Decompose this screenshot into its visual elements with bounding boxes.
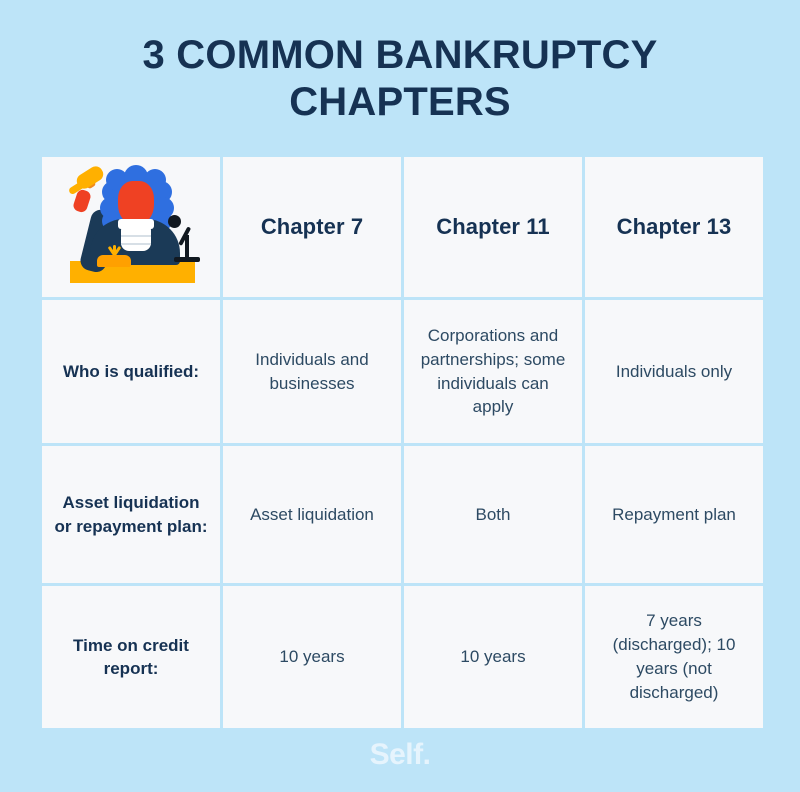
judge-face: [118, 181, 154, 225]
column-header-label: Chapter 13: [616, 214, 732, 239]
row-label-text: Who is qualified:: [63, 361, 199, 381]
column-header-chapter-13: Chapter 13: [585, 157, 763, 297]
cell-text: Individuals and businesses: [255, 349, 369, 393]
cell-text: Individuals only: [615, 361, 733, 381]
gavel-impact-burst: [98, 245, 132, 265]
table-cell: Individuals and businesses: [223, 300, 401, 443]
judge-illustration-cell: [42, 157, 220, 297]
cell-text: 10 years: [279, 647, 345, 667]
table-cell: Repayment plan: [585, 446, 763, 583]
table-cell: 10 years: [223, 586, 401, 728]
table-cell: Individuals only: [585, 300, 763, 443]
jabot-line: [121, 235, 151, 237]
judge-jabot: [121, 227, 151, 251]
page-title: 3 Common Bankruptcy Chapters: [142, 33, 658, 124]
cell-text: 10 years: [460, 647, 526, 667]
cell-text: Corporations and partnerships; some indi…: [420, 325, 566, 417]
cell-text: 7 years (discharged); 10 years (not disc…: [612, 611, 736, 702]
table-cell: Asset liquidation: [223, 446, 401, 583]
table-cell: Corporations and partnerships; some indi…: [404, 300, 582, 443]
table-cell: Both: [404, 446, 582, 583]
column-header-chapter-7: Chapter 7: [223, 157, 401, 297]
row-label-time-on-credit-report: Time on credit report:: [42, 586, 220, 728]
column-header-chapter-11: Chapter 11: [404, 157, 582, 297]
row-label-text: Asset liquidation or repayment plan:: [54, 493, 208, 536]
table-cell: 7 years (discharged); 10 years (not disc…: [585, 586, 763, 728]
cell-text: Both: [475, 504, 511, 524]
cell-text: Repayment plan: [612, 504, 736, 524]
row-label-who-is-qualified: Who is qualified:: [42, 300, 220, 443]
row-label-asset-liquidation-or-repayment-plan: Asset liquidation or repayment plan:: [42, 446, 220, 583]
judge-wig-curls: [100, 165, 174, 235]
table-cell: 10 years: [404, 586, 582, 728]
cell-text: Asset liquidation: [250, 504, 374, 524]
judge-illustration: [42, 157, 220, 297]
jabot-line: [121, 243, 151, 245]
bankruptcy-comparison-table: Chapter 7 Chapter 11 Chapter 13 Who is q…: [42, 157, 763, 728]
column-header-label: Chapter 11: [436, 214, 550, 239]
microphone-stem: [185, 235, 189, 261]
microphone-icon: [168, 215, 181, 228]
row-label-text: Time on credit report:: [73, 635, 189, 678]
sound-block: [97, 255, 131, 267]
column-header-label: Chapter 7: [260, 214, 364, 239]
self-logo: Self.: [369, 738, 431, 771]
judge-collar: [118, 219, 154, 229]
footer: Self.: [0, 738, 800, 772]
